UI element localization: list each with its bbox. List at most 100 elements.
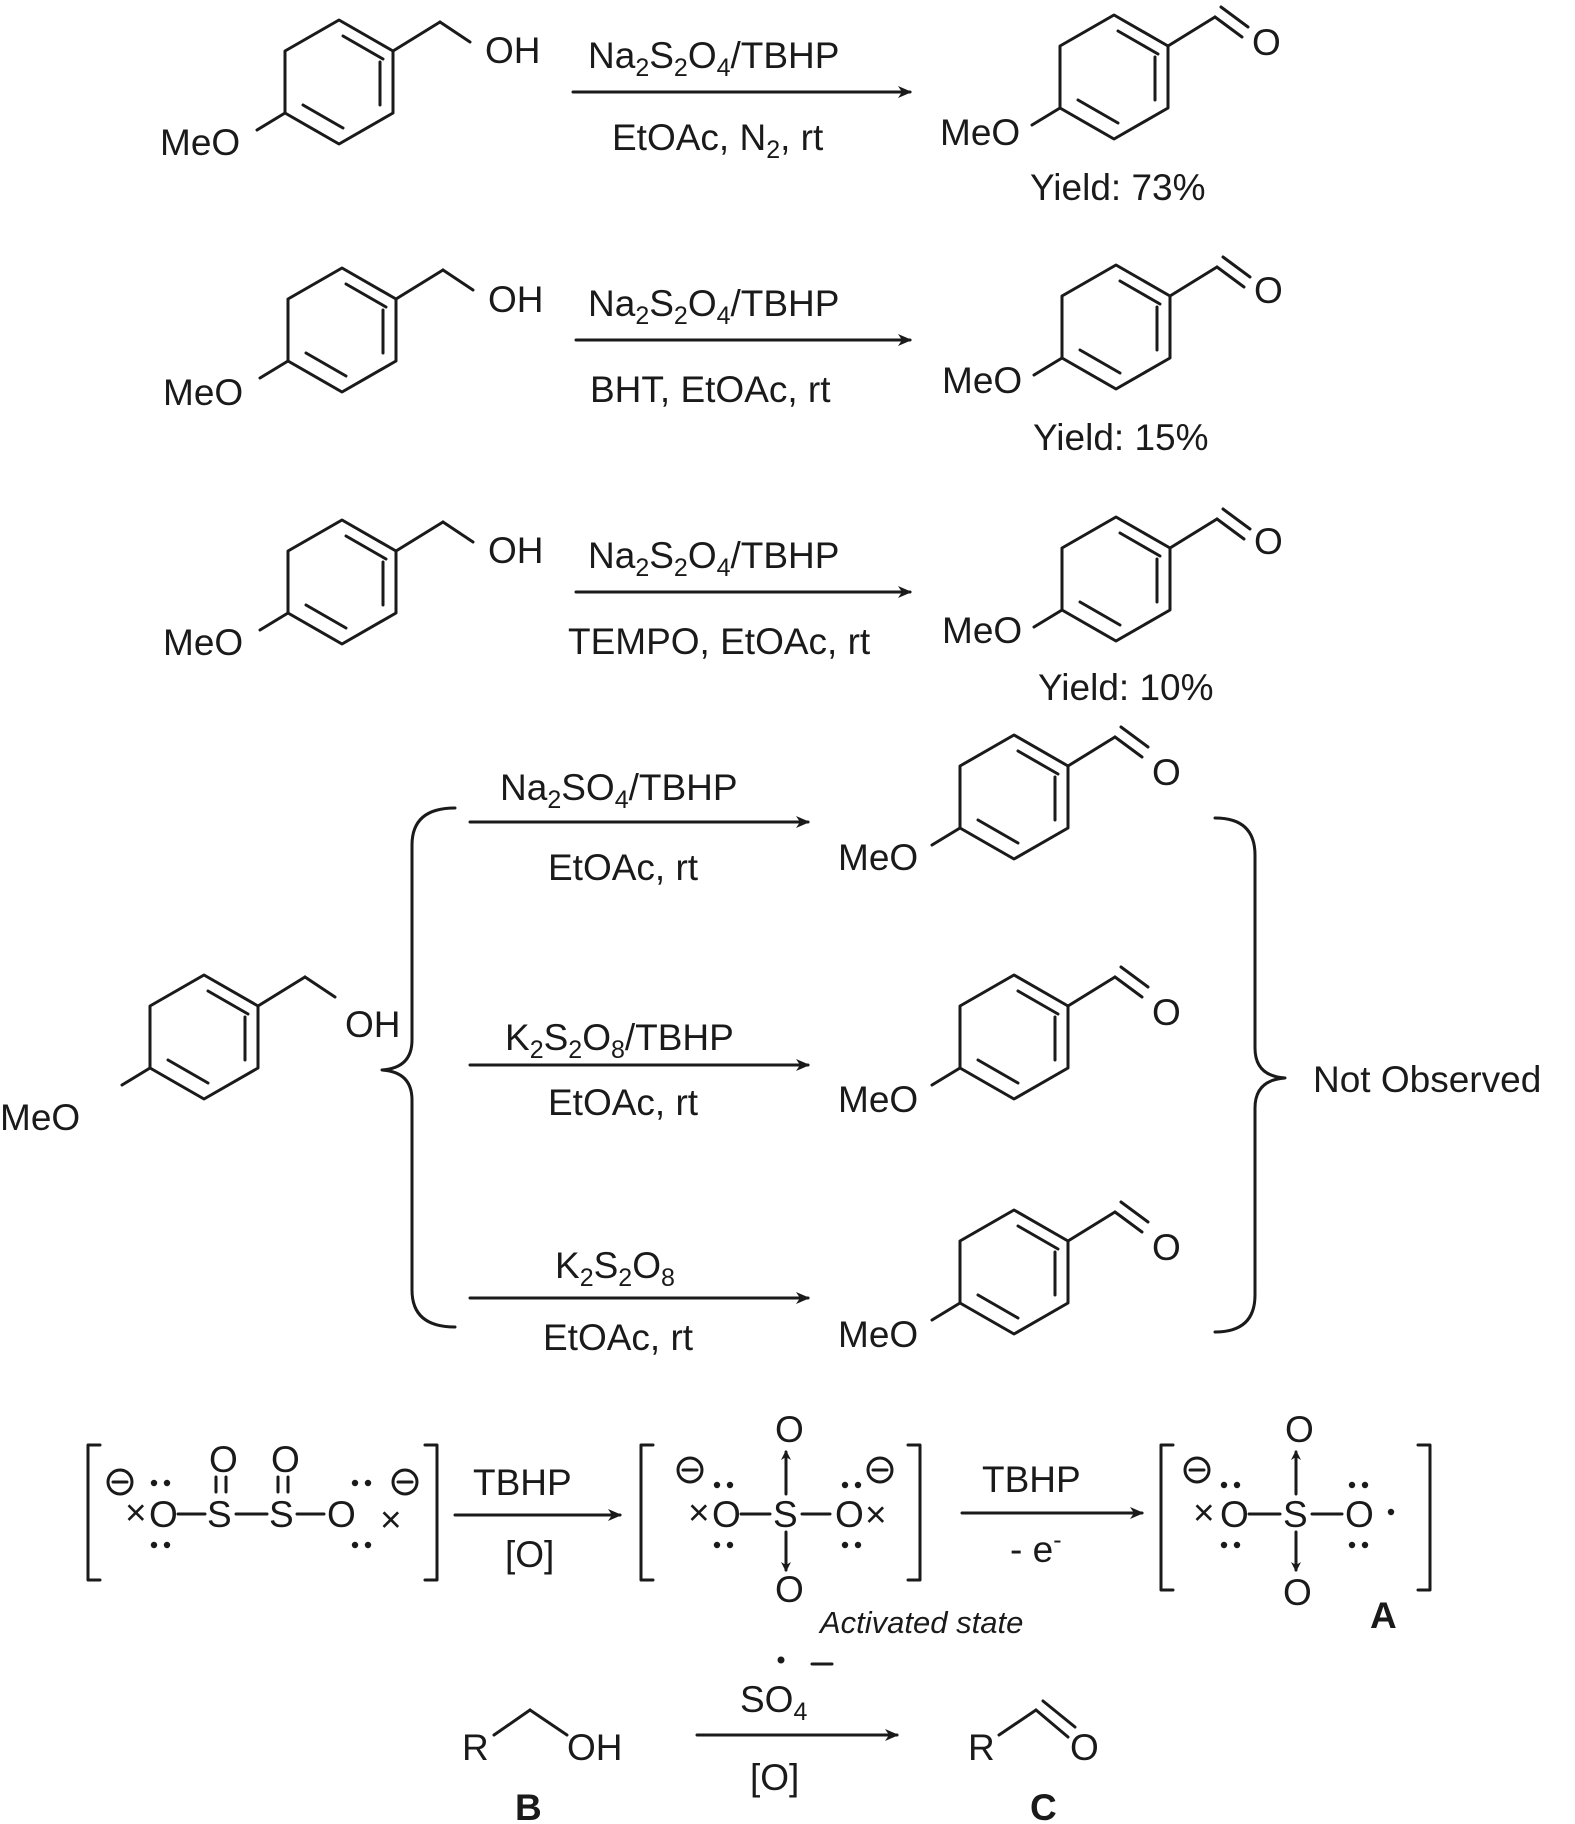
radical-cross-icon: × [125, 1492, 147, 1533]
label-b: B [515, 1787, 542, 1824]
substrate-meo-label: MeO [160, 122, 240, 163]
substrate-structure [120, 973, 337, 1101]
atom-o-top-2: O [271, 1439, 300, 1480]
reaction-3: MeO OH Na2S2O4/TBHP TEMPO, EtOAc, rt MeO… [163, 507, 1283, 708]
minus-charge-icon [106, 1468, 134, 1496]
step-2-reagent: TBHP [982, 1459, 1081, 1500]
product-meo-label: MeO [838, 1079, 918, 1120]
step-2-condition: - e- [1010, 1526, 1062, 1570]
substrate-oh-label: OH [488, 530, 544, 571]
substrate-oh-label: OH [488, 279, 544, 320]
r-group-label: R [968, 1727, 995, 1768]
branch-1-conditions: EtOAc, rt [548, 847, 699, 888]
reagent-label: Na2S2O4/TBHP [588, 35, 839, 82]
radical-cross-icon: × [380, 1499, 402, 1540]
atom-s-1: S [207, 1494, 232, 1535]
product-structure [1032, 255, 1252, 391]
bracket-icon [906, 1443, 922, 1582]
oh-label: OH [567, 1727, 623, 1768]
conditions-label: TEMPO, EtOAc, rt [568, 621, 871, 662]
substrate-meo-label: MeO [163, 372, 243, 413]
atom-o-top-1: O [209, 1439, 238, 1480]
reagent-label: Na2S2O4/TBHP [588, 535, 839, 582]
atom-o-top-3: O [775, 1409, 804, 1450]
atom-o-1: O [149, 1494, 178, 1535]
substrate-meo-label: MeO [163, 622, 243, 663]
radical-cross-icon: × [1193, 1492, 1215, 1533]
product-meo-label: MeO [838, 1314, 918, 1355]
atom-o-3: O [712, 1494, 741, 1535]
product-meo-label: MeO [838, 837, 918, 878]
final-reagent: SO4 [740, 1679, 807, 1726]
reaction-2: MeO OH Na2S2O4/TBHP BHT, EtOAc, rt MeO O… [163, 255, 1283, 458]
substrate-meo-label: MeO [0, 1097, 80, 1138]
atom-o-6: O [1345, 1494, 1374, 1535]
product-o-label: O [1152, 752, 1181, 793]
product-meo-label: MeO [942, 610, 1022, 651]
r-group-label: R [462, 1727, 489, 1768]
substrate-structure [258, 518, 475, 646]
right-brace [1213, 816, 1287, 1334]
step-1-reagent: TBHP [473, 1462, 572, 1503]
atom-s-2: S [269, 1494, 294, 1535]
final-condition: [O] [750, 1757, 799, 1798]
atom-o-4: O [835, 1494, 864, 1535]
final-transformation: R OH B SO4 [O] R O C [462, 1656, 1099, 1824]
product-o-label: O [1254, 270, 1283, 311]
control-experiments: MeO OH Na2SO4/TBHP EtOAc, rt MeO O K2S2O… [0, 725, 1541, 1358]
branch-1-reagent: Na2SO4/TBHP [500, 767, 738, 814]
radical-cross-icon: × [865, 1494, 887, 1535]
conditions-label: BHT, EtOAc, rt [590, 369, 831, 410]
product-o-label: O [1254, 521, 1283, 562]
substrate-oh-label: OH [345, 1004, 401, 1045]
atom-o-bottom-5: O [1283, 1572, 1312, 1613]
minus-charge-icon [676, 1456, 704, 1484]
yield-label: Yield: 73% [1030, 167, 1206, 208]
bracket-icon [423, 1443, 439, 1582]
bracket-icon [639, 1443, 655, 1582]
substrate-structure [258, 266, 475, 394]
bracket-icon [86, 1443, 102, 1582]
substrate-structure [255, 18, 472, 146]
left-brace [380, 806, 457, 1329]
branch-1-product [930, 725, 1150, 861]
product-meo-label: MeO [942, 360, 1022, 401]
product-structure [1030, 5, 1250, 141]
product-structure [1032, 507, 1252, 643]
atom-o-2: O [327, 1494, 356, 1535]
branch-2-conditions: EtOAc, rt [548, 1082, 699, 1123]
not-observed-label: Not Observed [1313, 1059, 1541, 1100]
branch-2-product [930, 965, 1150, 1101]
product-meo-label: MeO [940, 112, 1020, 153]
product-o-label: O [1152, 1227, 1181, 1268]
label-c: C [1030, 1787, 1057, 1824]
bracket-icon [1416, 1443, 1432, 1592]
branch-3-reagent: K2S2O8 [555, 1245, 675, 1292]
branch-3-conditions: EtOAc, rt [543, 1317, 694, 1358]
minus-charge-icon [866, 1456, 894, 1484]
radical-cross-icon: × [688, 1492, 710, 1533]
step-1-condition: [O] [505, 1534, 554, 1575]
o-label: O [1070, 1727, 1099, 1768]
lone-pair-dots [150, 1479, 372, 1549]
reaction-1: MeO OH Na2S2O4/TBHP EtOAc, N2, rt MeO O … [160, 5, 1281, 208]
atom-s-3: S [773, 1494, 798, 1535]
product-o-label: O [1252, 22, 1281, 63]
product-o-label: O [1152, 992, 1181, 1033]
yield-label: Yield: 15% [1033, 417, 1209, 458]
label-a: A [1370, 1595, 1397, 1636]
minus-charge-icon [391, 1468, 419, 1496]
branch-2-reagent: K2S2O8/TBHP [505, 1017, 734, 1064]
mechanism: × O S S O × O O TBHP [O] × O S O × O [86, 1409, 1432, 1640]
branch-3-product [930, 1200, 1150, 1336]
reagent-label: Na2S2O4/TBHP [588, 283, 839, 330]
activated-state-label: Activated state [818, 1605, 1023, 1640]
conditions-label: EtOAc, N2, rt [612, 117, 824, 164]
atom-s-4: S [1283, 1494, 1308, 1535]
yield-label: Yield: 10% [1038, 667, 1214, 708]
substrate-oh-label: OH [485, 30, 541, 71]
atom-o-bottom-3: O [775, 1569, 804, 1610]
atom-o-top-5: O [1285, 1409, 1314, 1450]
minus-charge-icon [1183, 1456, 1211, 1484]
